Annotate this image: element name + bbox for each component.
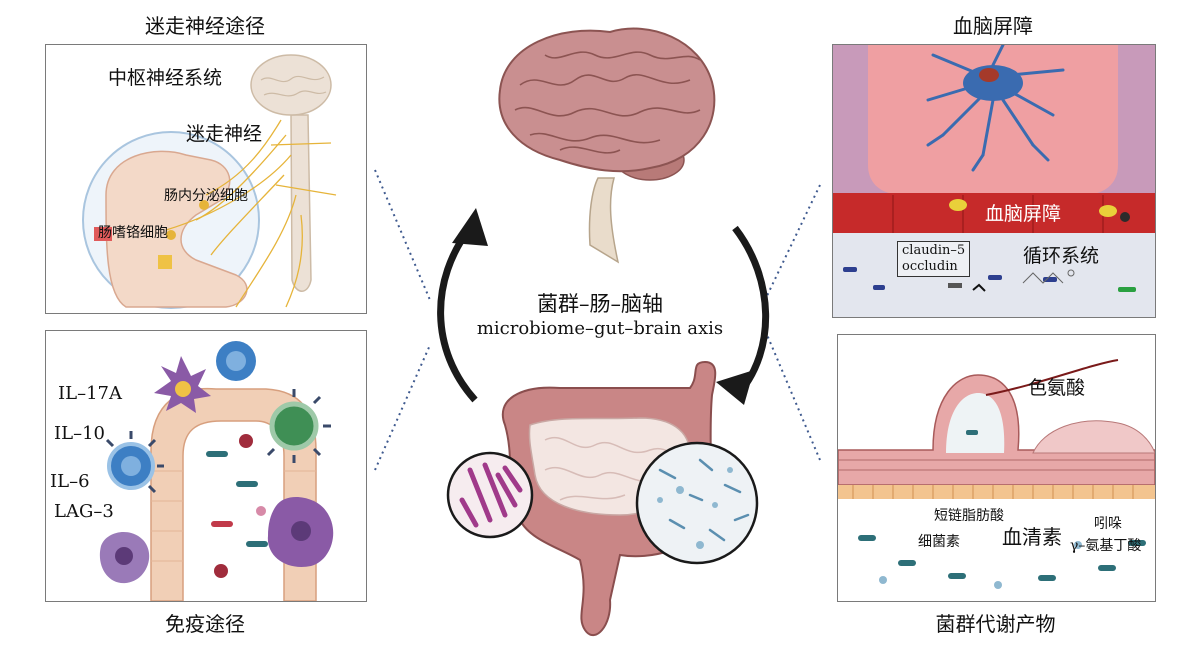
brain-tissue: [868, 45, 1118, 195]
immune-illustration: [99, 341, 334, 601]
connector-metab: [764, 329, 821, 461]
connector-bbb: [764, 184, 821, 301]
cytokine-label-1: IL–10: [54, 423, 105, 444]
connector-vagus: [374, 169, 431, 301]
enterochromaffin-cell: [94, 227, 112, 241]
label-gaba: γ–氨基丁酸: [1070, 538, 1142, 554]
bbb-panel-title: 血脑屏障: [953, 14, 1033, 38]
tight-junction-box: claudin–5 occludin: [897, 241, 971, 277]
metab-panel: 色氨酸 短链脂肪酸 细菌素 血清素 吲哚 γ–氨基丁酸: [837, 334, 1156, 602]
t-cell-green: [269, 401, 319, 451]
bbb-panel: 血脑屏障 claudin–5 occludin 循环系统: [832, 44, 1156, 318]
brain-stem: [588, 177, 620, 264]
immune-panel-title: 免疫途径: [165, 612, 245, 636]
immune-panel: IL–17A IL–10 IL–6 LAG–3: [45, 330, 367, 602]
cytokine-label-2: IL–6: [50, 471, 90, 492]
bbb-illustration: [833, 45, 1155, 317]
label-vagus-nerve: 迷走神经: [186, 123, 263, 145]
cytokine-label-0: IL–17A: [58, 383, 122, 404]
label-tryptophan: 色氨酸: [1028, 377, 1086, 399]
label-occludin: occludin: [902, 259, 958, 274]
label-scfa: 短链脂肪酸: [934, 508, 1004, 524]
tryptophan-pointer: [985, 359, 1119, 396]
axis-title-en: microbiome–gut–brain axis: [476, 318, 724, 339]
vagus-nerves: [165, 119, 337, 308]
label-claudin: claudin–5: [902, 243, 966, 258]
label-barrier: 血脑屏障: [985, 203, 1062, 225]
metab-illustration: [838, 359, 1155, 589]
brain-gyri: [514, 51, 701, 154]
label-serotonin: 血清素: [1002, 525, 1062, 549]
gut-to-brain-arrowhead: [452, 208, 488, 246]
label-indole: 吲哚: [1094, 516, 1122, 532]
vagus-panel: 中枢神经系统 迷走神经 肠内分泌细胞 肠嗜铬细胞: [45, 44, 367, 314]
gut-to-brain-arrow: [437, 225, 478, 403]
cytokine-label-3: LAG–3: [54, 501, 114, 522]
label-cns: 中枢神经系统: [108, 67, 223, 89]
vagus-panel-title: 迷走神经途径: [145, 14, 265, 38]
brain-to-gut-arrowhead: [716, 370, 754, 405]
epithelial-layer: [838, 485, 1155, 499]
metab-panel-title: 菌群代谢产物: [935, 612, 1056, 636]
cns-brain: [250, 54, 332, 116]
gut-illustration: [446, 360, 759, 637]
axis-title-cn: 菌群–肠–脑轴: [537, 292, 663, 316]
label-bacteriocin: 细菌素: [918, 534, 960, 550]
brain-illustration: [498, 27, 716, 264]
cerebrum: [498, 27, 716, 173]
bacteria: [858, 430, 1146, 589]
connector-immune: [374, 344, 431, 471]
label-circulation: 循环系统: [1023, 245, 1100, 267]
label-enterochromaffin: 肠嗜铬细胞: [98, 225, 168, 241]
magnifier-left: [446, 451, 534, 539]
label-enteroendocrine: 肠内分泌细胞: [164, 188, 248, 204]
vagus-illustration: [82, 54, 337, 309]
